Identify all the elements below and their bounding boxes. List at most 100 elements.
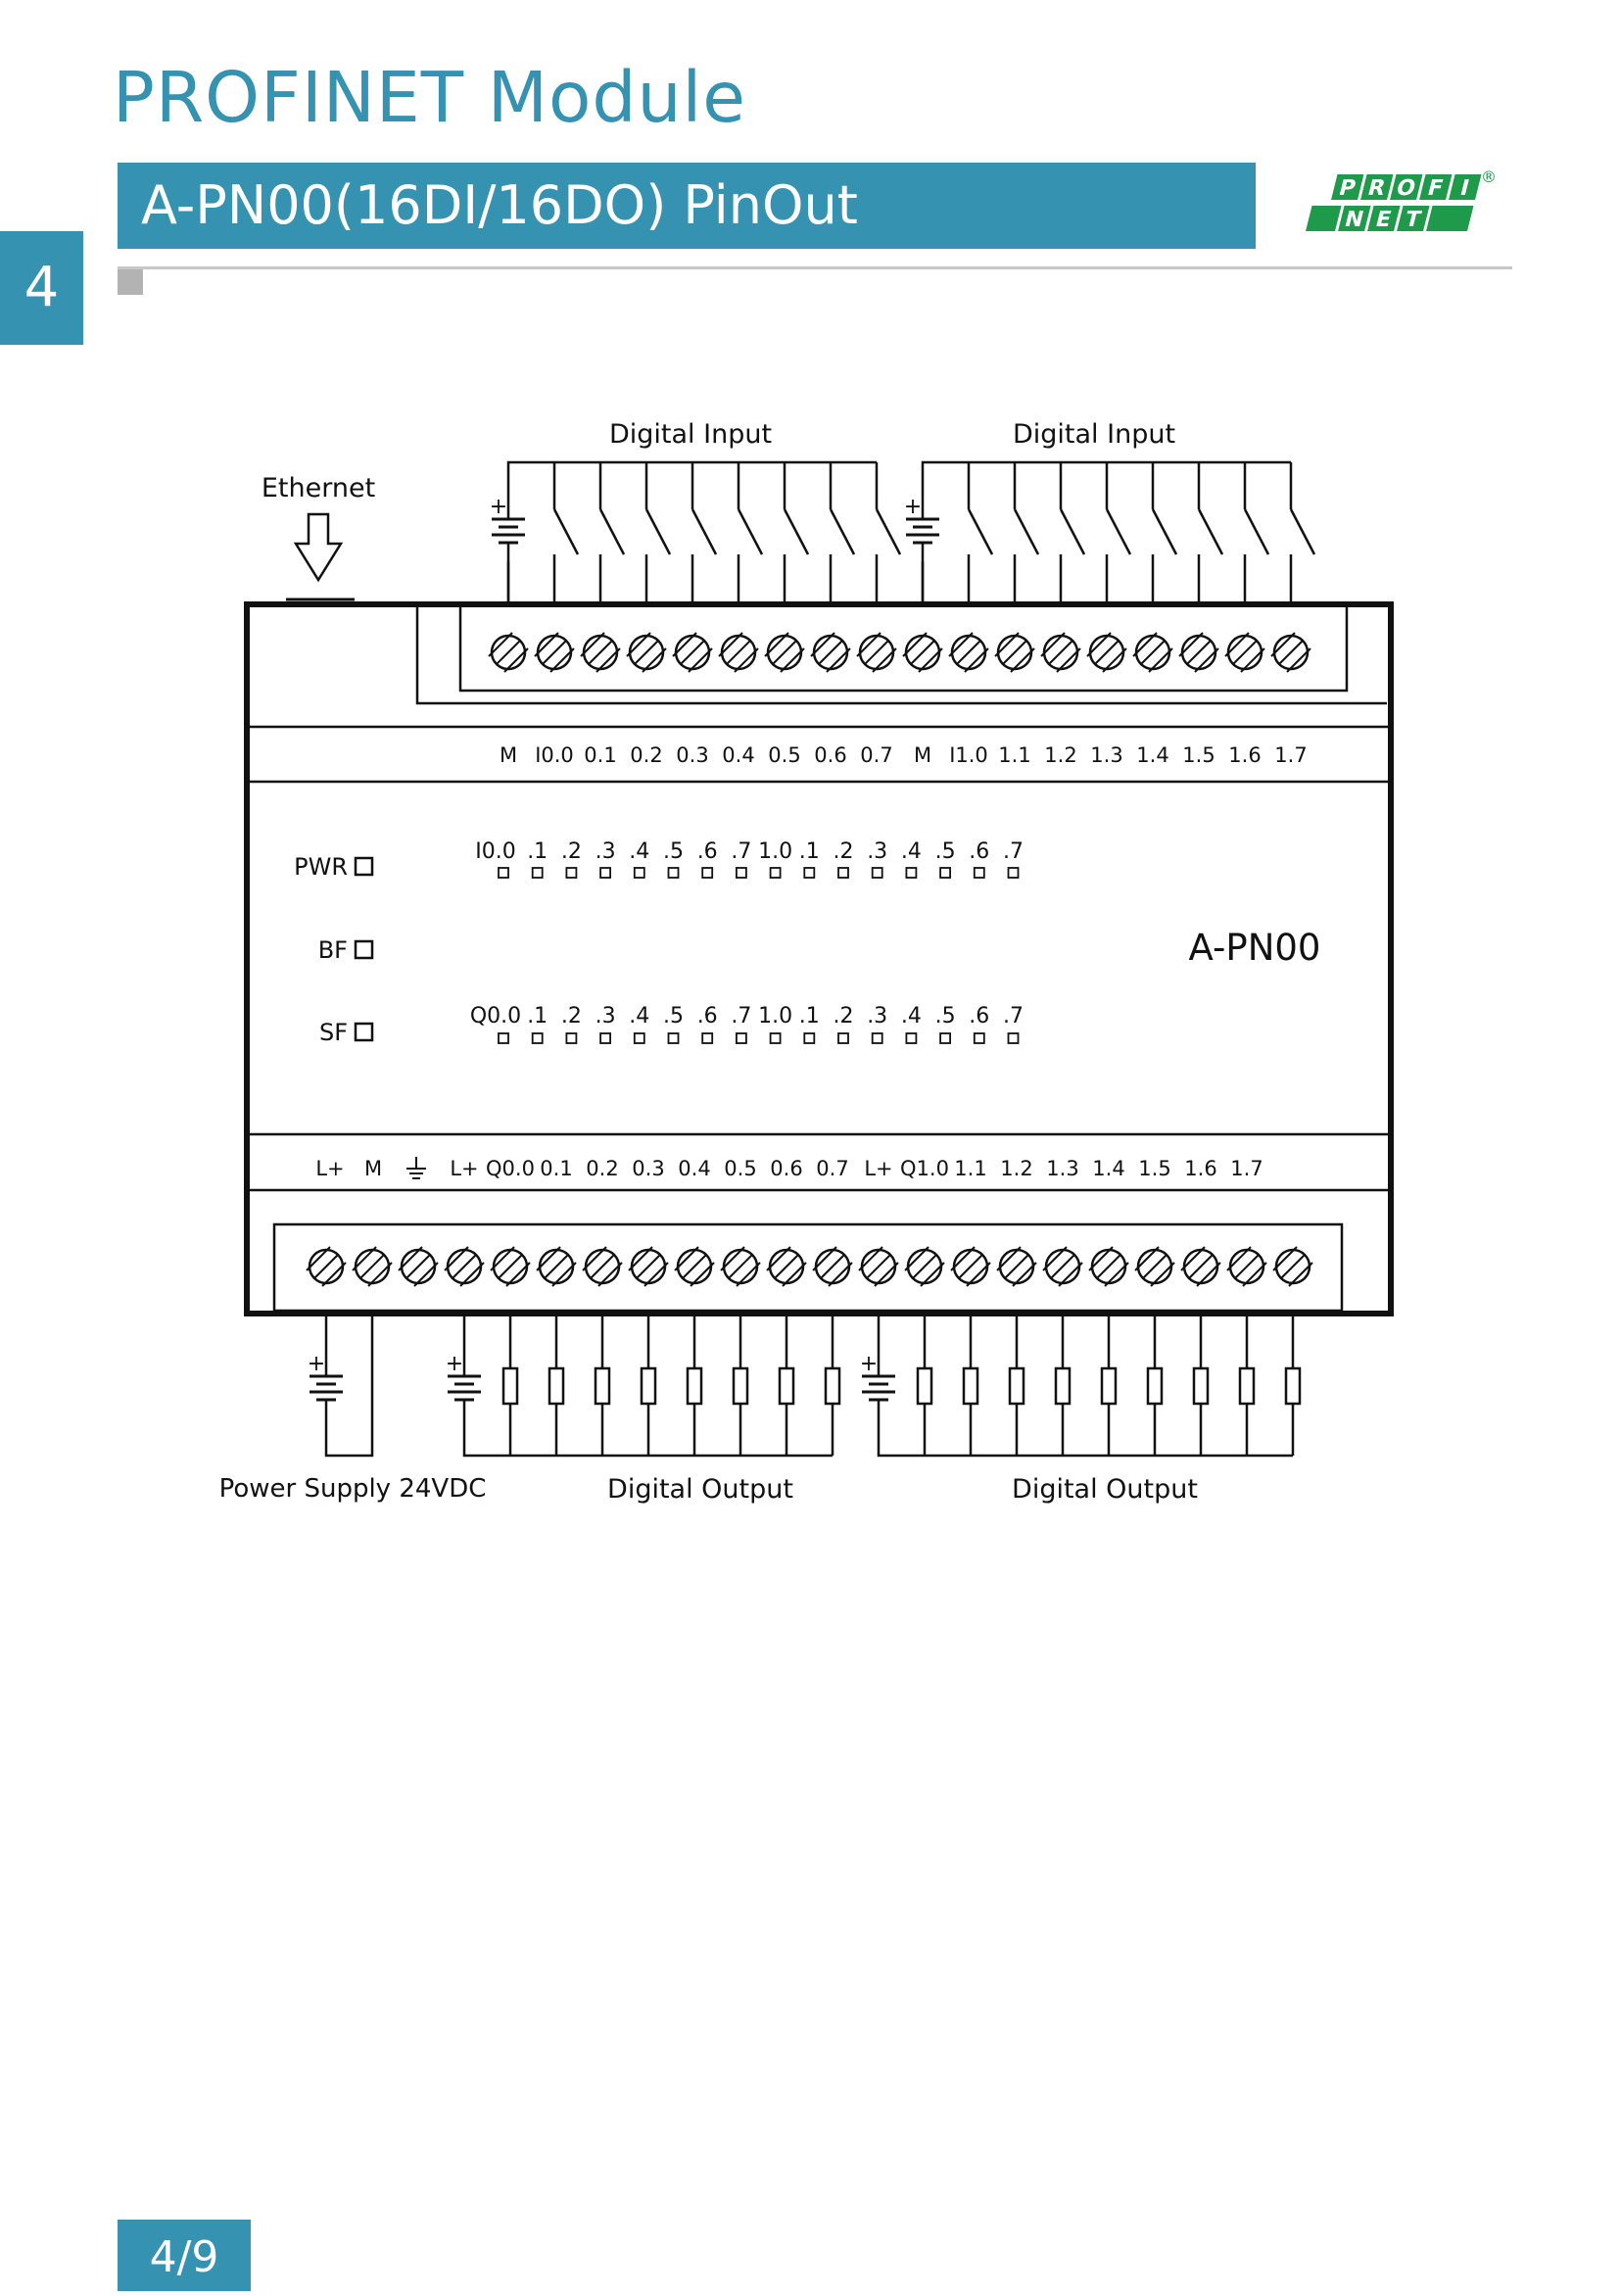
screw-slot: [680, 640, 705, 665]
switch-blade: [1151, 508, 1178, 555]
resistor-body: [594, 1366, 611, 1406]
logo-letter: P: [1336, 175, 1358, 201]
screw-slot: [321, 1262, 347, 1287]
screw-slot: [920, 1262, 945, 1287]
screw-terminal-icon: [628, 1246, 669, 1287]
status-led-sf: [354, 1022, 374, 1042]
screw-slot: [1050, 1254, 1075, 1279]
status-led-label: BF: [318, 936, 348, 964]
screw-terminal-icon: [994, 632, 1035, 673]
battery-plus-sign: +: [308, 1352, 325, 1376]
logo-tile: [1306, 206, 1342, 231]
screw-slot: [1272, 1246, 1298, 1271]
switch-icon: [691, 462, 718, 604]
switch-blade: [1289, 508, 1316, 555]
switch-blade: [1197, 508, 1224, 555]
screw-slot: [774, 1254, 799, 1279]
output-led-label: .6: [697, 1004, 718, 1028]
terminal-label-top: 1.3: [1090, 743, 1122, 767]
screw-terminal-icon: [810, 632, 851, 673]
screw-slot: [1056, 647, 1081, 673]
logo-tile: [1331, 174, 1364, 200]
screw-slot: [544, 1254, 569, 1279]
screw-slot: [628, 1246, 653, 1271]
screw-terminal-icon: [718, 632, 759, 673]
screw-terminal-icon: [1040, 632, 1081, 673]
screw-terminal-icon: [1134, 1246, 1175, 1287]
battery-plus-sign: +: [446, 1352, 463, 1376]
battery-plus-sign: +: [904, 495, 922, 519]
screw-slot: [912, 1254, 937, 1279]
screw-slot: [1194, 647, 1219, 673]
load-resistor-icon: [1146, 1314, 1164, 1456]
screw-slot: [444, 1246, 469, 1271]
terminal-label-bottom: L+: [450, 1157, 478, 1180]
resistor-body: [1100, 1366, 1118, 1406]
screw-slot: [542, 640, 567, 665]
logo-tile: [1367, 206, 1401, 231]
page-title: PROFINET Module: [113, 57, 746, 138]
resistor-body: [778, 1366, 795, 1406]
digital-input-label: Digital Input: [609, 419, 772, 450]
screw-slot: [720, 1246, 745, 1271]
screw-slot: [1094, 640, 1120, 665]
screw-slot: [1148, 647, 1173, 673]
screw-slot: [1226, 1246, 1252, 1271]
terminal-label-bottom: 1.6: [1184, 1157, 1216, 1180]
battery-icon: +: [308, 1352, 343, 1402]
input-led: [769, 867, 782, 879]
resistor-body: [1008, 1366, 1025, 1406]
screw-slot: [642, 647, 667, 673]
screw-slot: [826, 647, 851, 673]
load-resistor-icon: [594, 1314, 611, 1456]
battery-plus-sign: +: [490, 495, 507, 519]
module-name: A-PN00: [1189, 927, 1321, 969]
digital-output-label: Digital Output: [607, 1474, 793, 1505]
terminal-label-bottom: 1.7: [1230, 1157, 1263, 1180]
terminal-label-bottom: L+: [864, 1157, 892, 1180]
terminal-block-top: [458, 602, 1349, 693]
input-led-label: .1: [799, 839, 820, 864]
screw-slot: [1240, 647, 1265, 673]
screw-slot: [1010, 647, 1035, 673]
switch-blade: [829, 508, 856, 555]
screw-slot: [956, 640, 981, 665]
screw-terminal-icon: [1272, 1246, 1313, 1287]
screw-slot: [958, 1254, 983, 1279]
screw-terminal-icon: [1226, 1246, 1267, 1287]
screw-terminal-icon: [1132, 632, 1173, 673]
switch-blade: [598, 508, 626, 555]
screw-terminal-icon: [996, 1246, 1037, 1287]
screw-slot: [734, 647, 759, 673]
screw-slot: [490, 1246, 515, 1271]
input-led: [905, 867, 918, 879]
input-led-label: .7: [731, 839, 751, 864]
screw-slot: [1058, 1262, 1083, 1287]
screw-slot: [1224, 632, 1250, 657]
screw-slot: [672, 632, 697, 657]
terminal-label-top: 1.2: [1044, 743, 1076, 767]
screw-slot: [398, 1246, 423, 1271]
output-led: [939, 1032, 951, 1044]
switch-icon: [644, 462, 672, 604]
screw-terminal-icon: [948, 632, 989, 673]
switch-icon: [1151, 462, 1178, 604]
screw-slot: [818, 640, 843, 665]
screw-slot: [496, 640, 521, 665]
status-led-bf: [354, 939, 374, 960]
screw-terminal-icon: [352, 1246, 393, 1287]
status-led-label: PWR: [294, 853, 348, 881]
input-led: [973, 867, 985, 879]
screw-slot: [536, 1246, 561, 1271]
screw-terminal-icon: [1270, 632, 1311, 673]
screw-slot: [964, 647, 989, 673]
screw-slot: [313, 1254, 339, 1279]
output-led: [973, 1032, 985, 1044]
header-divider: [118, 266, 1512, 269]
switch-blade: [967, 508, 994, 555]
output-led: [633, 1032, 645, 1044]
input-led: [667, 867, 680, 879]
screw-slot: [367, 1262, 393, 1287]
screw-slot: [1180, 1246, 1206, 1271]
switch-icon: [1197, 462, 1224, 604]
